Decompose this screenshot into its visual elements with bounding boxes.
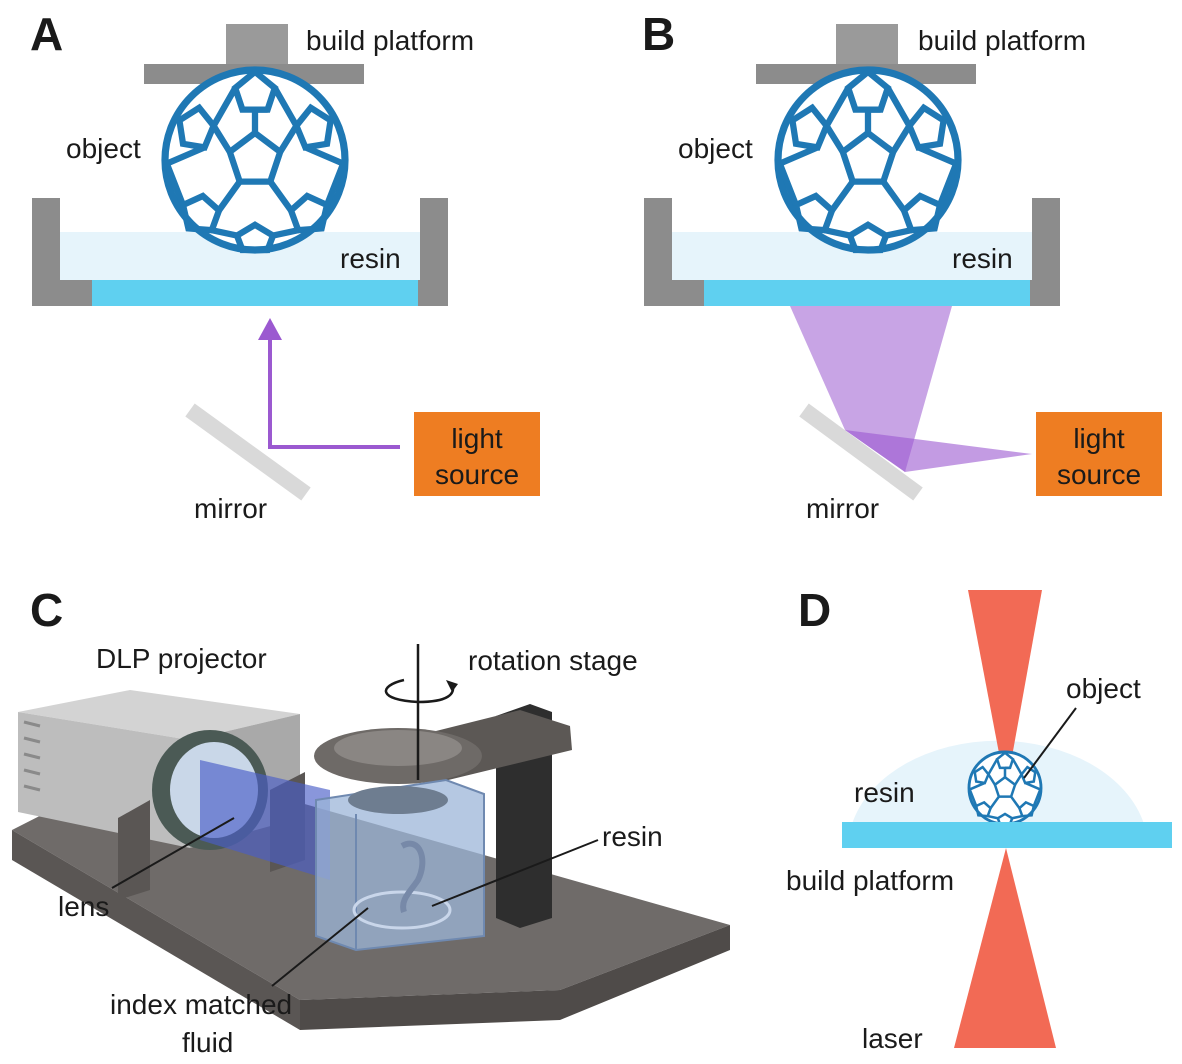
panel-c-letter: C: [30, 584, 63, 636]
label-build-platform-a: build platform: [306, 25, 474, 56]
leader-resin: [431, 839, 599, 907]
source-light-beam: [845, 430, 1032, 472]
panel-d: D object resin build platform laser: [786, 584, 1172, 1054]
label-light-source-b-1: light: [1073, 423, 1125, 454]
object-buckyball: [778, 70, 958, 250]
light-source-box: [1036, 412, 1162, 496]
resin-tank: [315, 778, 485, 952]
vial-cap: [348, 786, 448, 814]
label-index-1: index matched: [110, 989, 292, 1020]
build-platform-d: [842, 822, 1172, 848]
base-plate-edge: [300, 925, 730, 1030]
panel-d-letter: D: [798, 584, 831, 636]
platform-stem: [836, 24, 898, 66]
vat-window: [92, 280, 418, 306]
label-object-b: object: [678, 133, 753, 164]
resin-vial: [352, 890, 452, 930]
label-resin-b: resin: [952, 243, 1013, 274]
light-path: [268, 332, 400, 449]
label-light-source-b-2: source: [1057, 459, 1141, 490]
label-index-2: fluid: [182, 1027, 233, 1058]
rotation-stage-top: [334, 730, 462, 766]
laser-beam-bottom: [954, 848, 1056, 1048]
label-resin-a: resin: [340, 243, 401, 274]
label-dlp-projector: DLP projector: [96, 643, 267, 674]
label-laser: laser: [862, 1023, 923, 1054]
rotation-arrow-icon: [384, 678, 455, 704]
label-object-a: object: [66, 133, 141, 164]
base-plate-side: [12, 830, 300, 1030]
label-lens: lens: [58, 891, 109, 922]
leader-index: [271, 907, 369, 987]
object-buckyball: [967, 750, 1043, 826]
label-mirror-a: mirror: [194, 493, 267, 524]
label-build-platform-b: build platform: [918, 25, 1086, 56]
laser-beam-top: [968, 590, 1042, 790]
label-resin-d: resin: [854, 777, 915, 808]
projected-beam: [200, 760, 330, 880]
panel-b-letter: B: [642, 8, 675, 60]
label-build-platform-d: build platform: [786, 865, 954, 896]
mirror: [185, 403, 311, 501]
arrow-up-icon: [258, 318, 282, 340]
panel-c: C DLP projector rotation stage: [12, 584, 730, 1058]
arrowhead-icon: [446, 680, 458, 692]
object-buckyball: [165, 70, 345, 250]
mirror: [799, 403, 923, 501]
projector-vents: [23, 720, 41, 792]
light-source-box: [414, 412, 540, 496]
label-object-d: object: [1066, 673, 1141, 704]
projected-light-cone: [790, 306, 952, 472]
projector-top: [18, 690, 300, 740]
leader-lens: [111, 817, 235, 889]
label-resin-c: resin: [602, 821, 663, 852]
label-mirror-b: mirror: [806, 493, 879, 524]
panel-a-letter: A: [30, 8, 63, 60]
vat-window: [704, 280, 1030, 306]
label-light-source-a-1: light: [451, 423, 503, 454]
label-light-source-a-2: source: [435, 459, 519, 490]
printed-object: [400, 840, 426, 913]
panel-b: B build platform object resin light sour…: [642, 8, 1162, 524]
platform-stem: [226, 24, 288, 66]
panel-a: A build platform object resin light sour…: [30, 8, 540, 524]
leader-object: [1023, 707, 1077, 779]
lens-holder: [118, 800, 150, 900]
label-rotation-stage: rotation stage: [468, 645, 638, 676]
